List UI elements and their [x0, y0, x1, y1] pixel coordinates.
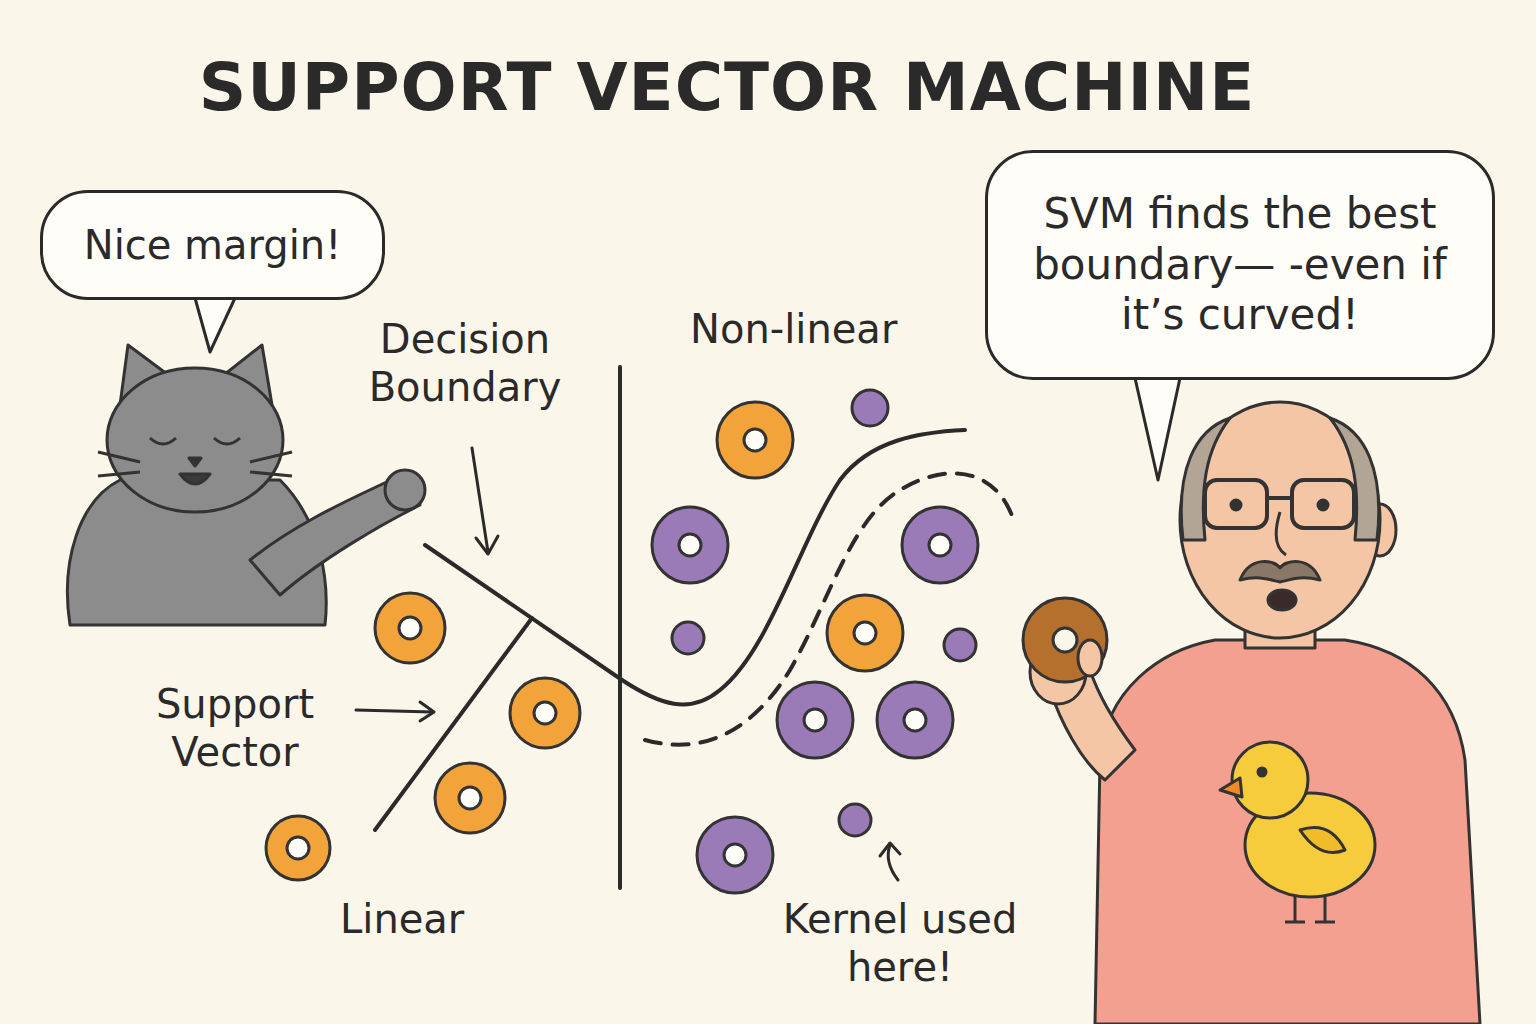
cat-figure — [150, 438, 176, 444]
annotation-label: Decision Boundary — [330, 315, 600, 411]
data-point — [904, 709, 926, 731]
cat-figure — [107, 368, 283, 512]
data-point — [852, 390, 888, 426]
data-point — [652, 507, 728, 583]
annotation-label: Support Vector — [120, 680, 350, 776]
presenter-figure — [1318, 500, 1328, 510]
data-point — [852, 390, 888, 426]
leader-arrow — [472, 448, 488, 552]
presenter-figure — [1276, 512, 1286, 555]
data-point — [717, 402, 793, 478]
presenter-figure — [1267, 496, 1292, 500]
data-point — [877, 682, 953, 758]
data-point — [672, 622, 704, 654]
bubble-tail — [195, 298, 235, 352]
cat-figure — [189, 458, 201, 466]
data-point — [854, 622, 876, 644]
leader-arrow — [880, 843, 900, 856]
data-point — [929, 534, 951, 556]
presenter-figure — [1078, 640, 1102, 676]
data-point — [877, 682, 953, 758]
data-point — [266, 390, 978, 893]
cat-figure — [250, 452, 292, 462]
data-point — [266, 816, 330, 880]
title: SUPPORT VECTOR MACHINE — [127, 48, 1327, 127]
cat-figure — [214, 438, 240, 444]
data-point — [744, 429, 766, 451]
cat-figure — [180, 474, 210, 484]
leader-arrow — [356, 710, 432, 712]
data-point — [459, 787, 481, 809]
presenter-figure — [1258, 768, 1266, 776]
presenter-figure — [1095, 640, 1480, 1024]
data-point — [839, 804, 871, 836]
speech-bubble: SVM finds the best boundary— -even if it… — [985, 150, 1495, 380]
presenter-figure — [1023, 402, 1480, 1024]
annotation-label: Linear — [340, 895, 540, 943]
cat-figure — [98, 452, 140, 462]
presenter-figure — [1285, 895, 1335, 922]
leader-arrow — [420, 702, 434, 721]
data-point — [375, 593, 445, 663]
presenter-figure — [1023, 598, 1107, 682]
data-point — [652, 507, 728, 583]
leader-arrow — [476, 536, 498, 554]
presenter-figure — [1268, 590, 1296, 610]
data-point — [777, 682, 853, 758]
data-point — [944, 629, 976, 661]
data-point — [266, 816, 330, 880]
presenter-figure — [1053, 628, 1077, 652]
data-point — [717, 402, 793, 478]
data-point — [672, 622, 704, 654]
data-point — [839, 804, 871, 836]
data-point — [827, 595, 903, 671]
cat-figure — [250, 472, 292, 476]
data-point — [435, 763, 505, 833]
presenter-figure — [1180, 402, 1380, 638]
presenter-figure — [1220, 778, 1242, 797]
presenter-figure — [1205, 480, 1267, 528]
data-point — [697, 817, 773, 893]
presenter-figure — [1292, 480, 1354, 528]
data-point — [944, 629, 976, 661]
data-point — [777, 682, 853, 758]
cat-figure — [385, 470, 425, 510]
data-point — [804, 709, 826, 731]
data-point — [510, 678, 580, 748]
data-point — [902, 507, 978, 583]
data-point — [287, 837, 309, 859]
leader-arrow — [356, 448, 900, 880]
bubble-tail — [1135, 378, 1180, 480]
presenter-figure — [1240, 561, 1320, 582]
data-point — [697, 817, 773, 893]
data-point — [375, 593, 445, 663]
divider-line — [618, 367, 622, 888]
annotation-label: Kernel used here! — [735, 895, 1065, 991]
annotation-label: Non-linear — [690, 305, 980, 353]
data-point — [435, 763, 505, 833]
data-point — [724, 844, 746, 866]
presenter-figure — [1300, 828, 1345, 853]
presenter-figure — [1231, 500, 1241, 510]
data-point — [534, 702, 556, 724]
data-point — [399, 617, 421, 639]
data-point — [902, 507, 978, 583]
presenter-figure — [1232, 742, 1308, 818]
data-point — [827, 595, 903, 671]
speech-bubble: Nice margin! — [40, 190, 385, 300]
data-point — [679, 534, 701, 556]
speech-text: Nice margin! — [84, 221, 341, 269]
speech-text: SVM finds the best boundary— -even if it… — [1014, 189, 1466, 340]
divider-line — [620, 367, 621, 888]
decision-boundary — [425, 430, 965, 704]
cat-figure — [98, 472, 140, 476]
data-point — [510, 678, 580, 748]
